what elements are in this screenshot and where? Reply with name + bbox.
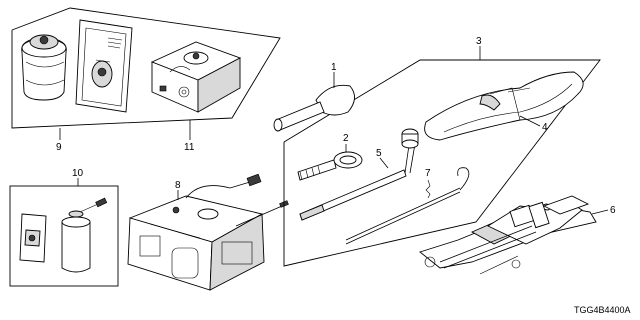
handle-part-1[interactable] [273,84,355,132]
tool-set-box-3 [283,59,601,267]
callout-1: 1 [331,62,337,73]
leader-6 [591,209,609,215]
compressor-part-11[interactable] [150,41,242,113]
callout-5: 5 [376,148,382,159]
leader-4 [519,115,541,127]
scissor-jack-part-6[interactable] [419,195,597,275]
callout-9: 9 [56,142,62,153]
callout-6: 6 [610,205,616,216]
callout-11: 11 [184,142,195,153]
air-compressor-part-8[interactable] [127,173,289,291]
diagram-code: TGG4B4400A [574,305,631,315]
leader-5 [379,157,389,169]
sealant-bottle-part-9[interactable] [21,34,67,101]
callout-10: 10 [72,168,84,179]
jack-bar-part-7[interactable] [345,167,470,245]
towing-eye-part-2[interactable] [297,151,363,181]
kit-box-9-11 [11,7,281,129]
callout-3: 3 [476,36,482,47]
kit-label-card [19,213,47,263]
instruction-card [75,19,133,113]
callout-2: 2 [343,133,349,144]
leader-7 [425,179,431,199]
wheel-wrench-part-5[interactable] [299,128,419,221]
kit-box-10 [9,185,119,287]
tool-bag-part-4[interactable] [424,71,584,141]
callout-8: 8 [175,180,181,191]
sealant-bottle-part-10[interactable] [61,197,108,273]
callout-4: 4 [542,122,548,133]
callout-7: 7 [425,168,431,179]
